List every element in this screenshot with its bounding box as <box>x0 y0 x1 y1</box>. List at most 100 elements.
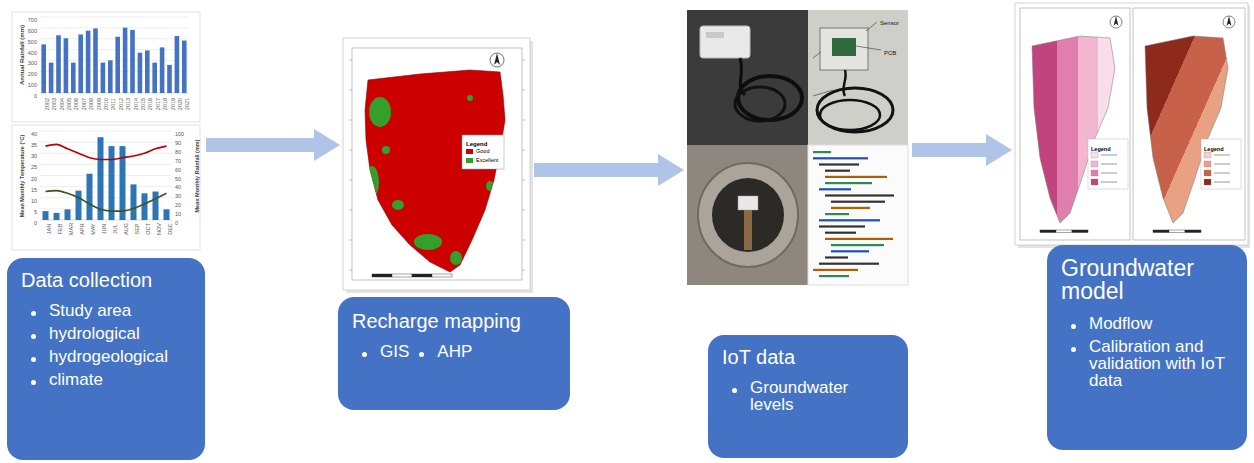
scale-bar <box>412 274 432 277</box>
legend-ramp <box>1091 170 1098 176</box>
chart-frame <box>12 12 200 122</box>
legend-row: Excellent <box>466 156 498 165</box>
gridline <box>40 175 172 176</box>
code-line <box>825 256 848 258</box>
text-anchor: 2008 <box>80 98 96 110</box>
month-label: JUN <box>102 224 108 235</box>
text-anchor: 2013 <box>117 98 133 110</box>
frame-tick <box>349 150 352 151</box>
year-label: 2011 <box>111 98 117 110</box>
rainfall-bar <box>54 213 60 220</box>
text-anchor: AUG <box>115 223 131 235</box>
legend-ramp <box>1204 170 1211 176</box>
frame-tick <box>522 150 525 151</box>
code-line <box>825 232 856 234</box>
gridline <box>40 220 172 221</box>
code-line <box>825 182 872 184</box>
excellent-patch <box>392 200 404 210</box>
text-anchor: JUN <box>93 224 109 235</box>
year-label: 2016 <box>148 98 154 110</box>
photo-device <box>687 10 808 145</box>
tick-label: 10 <box>31 199 37 205</box>
min-temperature-line <box>46 191 167 211</box>
text-anchor: Legend <box>1091 138 1111 154</box>
rainfall-bar <box>41 44 46 93</box>
code-line <box>819 188 851 190</box>
text-anchor: JUL <box>104 224 120 234</box>
year-label: 2019 <box>171 98 177 110</box>
gridline <box>40 17 188 18</box>
sensor-housing <box>700 26 750 58</box>
tick-label: 20 <box>175 203 181 209</box>
groundwater-map: LegendLegend <box>1015 3 1250 245</box>
cable-coil <box>820 100 880 130</box>
legend-heading: Legend <box>1091 147 1111 153</box>
rainfall-bar <box>164 209 170 220</box>
legend-ramp <box>1204 152 1211 158</box>
rainfall-bar <box>98 137 104 220</box>
frame-tick <box>522 270 525 271</box>
scale-bar <box>1040 230 1056 233</box>
rainfall-bar <box>115 37 120 93</box>
code-line <box>825 170 850 172</box>
year-label: 2012 <box>119 98 125 110</box>
rainfall-bar <box>86 31 91 93</box>
flow-arrow <box>534 163 658 177</box>
frame-tick <box>349 270 352 271</box>
leader-line <box>813 52 821 58</box>
frame-tick <box>522 120 525 121</box>
photo-pcb <box>808 10 908 145</box>
scale-bar <box>1185 230 1201 233</box>
year-label: 2015 <box>141 98 147 110</box>
year-label: 2007 <box>82 98 88 110</box>
page-shadow <box>1018 6 1250 248</box>
rainfall-bar <box>108 60 113 93</box>
rainfall-bar <box>101 63 106 93</box>
year-label: 2004 <box>60 98 66 110</box>
well-ring <box>698 163 798 267</box>
map-frame <box>352 48 522 280</box>
excellent-patch <box>486 181 494 191</box>
rainfall-bar <box>123 28 128 93</box>
sensor-post <box>744 208 752 250</box>
rainfall-bar <box>78 34 83 93</box>
tick-label: 5 <box>34 210 37 216</box>
scale-bar <box>1072 230 1088 233</box>
gridline <box>40 164 172 165</box>
bullet-item: GIS <box>356 343 409 360</box>
bullet-item: hydrological <box>25 325 140 342</box>
rainfall-bar <box>56 35 61 93</box>
text-anchor: 2012 <box>110 98 126 110</box>
chart-frame <box>12 125 200 250</box>
tick-label: 200 <box>28 72 37 78</box>
rainfall-bar <box>167 65 172 93</box>
callout-label: Sensor <box>880 20 899 26</box>
text-anchor: DEC <box>159 223 175 235</box>
flow-arrow <box>206 138 314 152</box>
frame-tick <box>349 60 352 61</box>
legend-ramp <box>1091 161 1098 167</box>
gridline <box>40 71 188 72</box>
text-anchor: 2010 <box>95 98 111 110</box>
axis-title: Annual Rainfall (mm) <box>19 25 25 85</box>
code-line <box>825 238 893 240</box>
model-panel <box>1133 8 1245 240</box>
gridline <box>40 153 172 154</box>
rainfall-bar <box>145 50 150 93</box>
north-arrow <box>1110 16 1122 28</box>
text-anchor: 40 <box>31 123 37 139</box>
cable <box>843 70 845 96</box>
frame-tick <box>522 210 525 211</box>
tick-label: 100 <box>28 83 37 89</box>
model-panel <box>1020 8 1130 240</box>
code-line <box>831 201 885 203</box>
tick-label: 300 <box>28 61 37 67</box>
rainfall-bar <box>71 63 76 93</box>
month-label: MAR <box>69 223 75 235</box>
excellent-patch <box>382 146 390 154</box>
recharge-map: Legend <box>343 38 530 290</box>
month-label: JUL <box>113 224 119 234</box>
leader-line <box>866 22 877 31</box>
text-anchor: NOV <box>148 223 164 235</box>
gridline <box>40 82 188 83</box>
